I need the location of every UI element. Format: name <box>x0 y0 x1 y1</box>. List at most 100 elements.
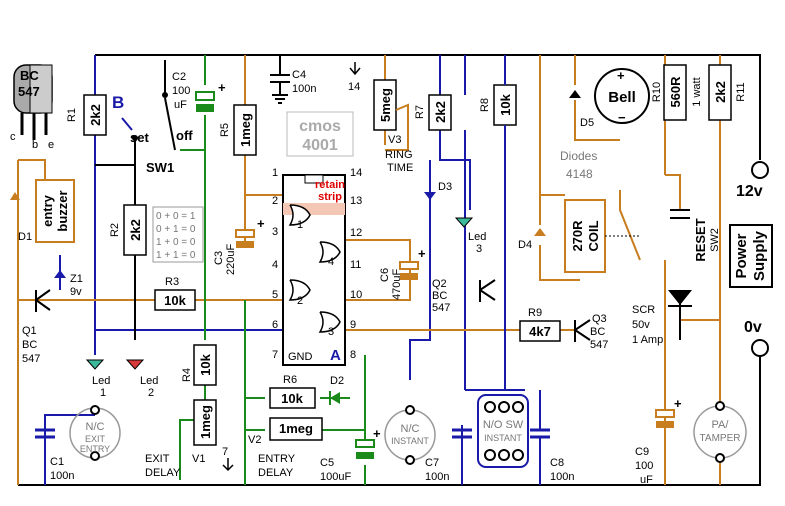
pa-tamper-loop: PA/ TAMPER <box>693 401 747 463</box>
svg-text:strip: strip <box>318 191 342 203</box>
capacitor-c9: + C9 100 uF <box>635 396 682 486</box>
svg-text:1: 1 <box>100 387 106 399</box>
svg-text:1meg: 1meg <box>279 421 313 436</box>
svg-text:COIL: COIL <box>586 220 601 251</box>
svg-text:INSTANT: INSTANT <box>391 436 429 446</box>
svg-text:N/C: N/C <box>86 421 105 433</box>
svg-text:C7: C7 <box>425 457 439 469</box>
svg-text:220uF: 220uF <box>225 244 237 275</box>
svg-text:R2: R2 <box>109 223 121 237</box>
resistor-r4: 10k R4 <box>181 344 217 386</box>
resistor-r5: 1meg R5 <box>219 104 257 156</box>
svg-text:11: 11 <box>350 259 361 271</box>
svg-text:5: 5 <box>272 289 278 301</box>
svg-text:R11: R11 <box>735 82 747 101</box>
svg-text:10k: 10k <box>281 391 303 406</box>
svg-text:R10: R10 <box>651 82 663 102</box>
svg-text:V1: V1 <box>192 453 205 465</box>
svg-text:3: 3 <box>328 326 334 338</box>
svg-text:470uF: 470uF <box>391 269 403 300</box>
capacitor-c3: + C3 220uF <box>213 216 265 275</box>
svg-text:12: 12 <box>350 227 362 239</box>
svg-text:B: B <box>112 93 124 112</box>
svg-text:100n: 100n <box>50 470 74 482</box>
svg-text:Led: Led <box>468 231 486 243</box>
svg-text:Led: Led <box>140 375 158 387</box>
led-1: Led 1 <box>85 359 110 399</box>
svg-text:6: 6 <box>272 319 278 331</box>
pot-v2: 1meg V2 ENTRY DELAY <box>248 417 323 479</box>
svg-text:100: 100 <box>172 85 190 97</box>
svg-text:100uF: 100uF <box>320 471 351 483</box>
nc-exit-entry-loop: N/C EXIT ENTRY <box>69 405 121 461</box>
svg-text:1 watt: 1 watt <box>691 77 703 106</box>
svg-text:uF: uF <box>640 474 653 486</box>
truth-table: 0 + 0 = 1 0 + 1 = 0 1 + 0 = 0 1 + 1 = 0 <box>152 206 204 263</box>
diode-d4: D4 <box>518 228 546 251</box>
svg-text:Q3: Q3 <box>592 313 607 325</box>
svg-text:−: − <box>618 110 626 125</box>
svg-text:Led: Led <box>92 375 110 387</box>
capacitor-c4: C4 100n <box>270 69 316 104</box>
svg-text:A: A <box>330 347 341 364</box>
svg-text:+: + <box>674 396 682 411</box>
pin-c-label: c <box>10 131 16 143</box>
svg-text:10k: 10k <box>164 293 186 308</box>
svg-text:10k: 10k <box>198 353 213 375</box>
pin-b-label: b <box>32 139 38 151</box>
svg-text:BC: BC <box>22 339 37 351</box>
pin-e-label: e <box>48 139 54 151</box>
svg-text:+: + <box>418 246 426 261</box>
svg-text:1 Amp: 1 Amp <box>632 334 663 346</box>
resistor-r1: 2k2 R1 <box>66 94 107 136</box>
svg-text:13: 13 <box>350 195 362 207</box>
svg-text:C4: C4 <box>292 69 306 81</box>
diode-d1: D1 <box>10 192 32 243</box>
svg-text:C3: C3 <box>213 251 225 265</box>
svg-text:R8: R8 <box>479 98 491 112</box>
svg-text:BC: BC <box>20 68 39 83</box>
nc-instant-loop: N/C INSTANT <box>384 405 436 465</box>
svg-text:270R: 270R <box>570 220 585 252</box>
svg-text:Q1: Q1 <box>22 325 37 337</box>
svg-text:GND: GND <box>288 351 313 363</box>
svg-text:V3: V3 <box>388 134 401 146</box>
resistor-r6: 10k R6 <box>269 374 316 409</box>
svg-text:Z1: Z1 <box>70 273 83 285</box>
svg-text:Supply: Supply <box>751 230 768 281</box>
entry-buzzer: entry buzzer <box>35 179 75 243</box>
svg-text:D5: D5 <box>580 117 594 129</box>
pin7-ref: 7 <box>222 446 228 458</box>
resistor-r10: 560R R10 1 watt <box>651 64 703 121</box>
zener-z1: Z1 9v <box>54 255 83 298</box>
resistor-r8: 10k R8 <box>479 84 517 126</box>
svg-text:1: 1 <box>272 167 278 179</box>
resistor-r11: 2k2 R11 <box>708 64 747 121</box>
svg-text:entry: entry <box>40 194 55 227</box>
pot-v3: 5meg V3 RING TIME <box>373 79 413 174</box>
transistor-q2: Q2 BC 547 <box>432 278 496 314</box>
resistor-r3: 10k R3 <box>154 276 196 311</box>
svg-text:V2: V2 <box>248 434 261 446</box>
svg-text:+: + <box>218 80 226 95</box>
bell: Bell + − <box>594 68 650 125</box>
svg-text:R5: R5 <box>219 123 231 137</box>
svg-text:+: + <box>617 68 625 83</box>
svg-text:off: off <box>176 128 193 143</box>
svg-text:100n: 100n <box>550 471 574 483</box>
svg-text:3: 3 <box>476 243 482 255</box>
svg-text:set: set <box>130 130 149 145</box>
svg-text:2: 2 <box>148 387 154 399</box>
capacitor-c6: + C6 470uF <box>379 246 426 300</box>
pot-v1: 1meg V1 EXIT DELAY <box>145 399 217 479</box>
pin14-ref: 14 <box>348 81 360 93</box>
terminal-12v <box>751 161 769 179</box>
svg-text:INSTANT: INSTANT <box>484 433 522 443</box>
svg-text:560R: 560R <box>668 76 683 108</box>
svg-text:RING: RING <box>385 149 413 161</box>
svg-text:547: 547 <box>432 302 450 314</box>
svg-text:EXIT: EXIT <box>85 434 106 444</box>
svg-text:BC: BC <box>432 290 447 302</box>
svg-text:14: 14 <box>350 167 362 179</box>
svg-text:3: 3 <box>272 226 278 238</box>
